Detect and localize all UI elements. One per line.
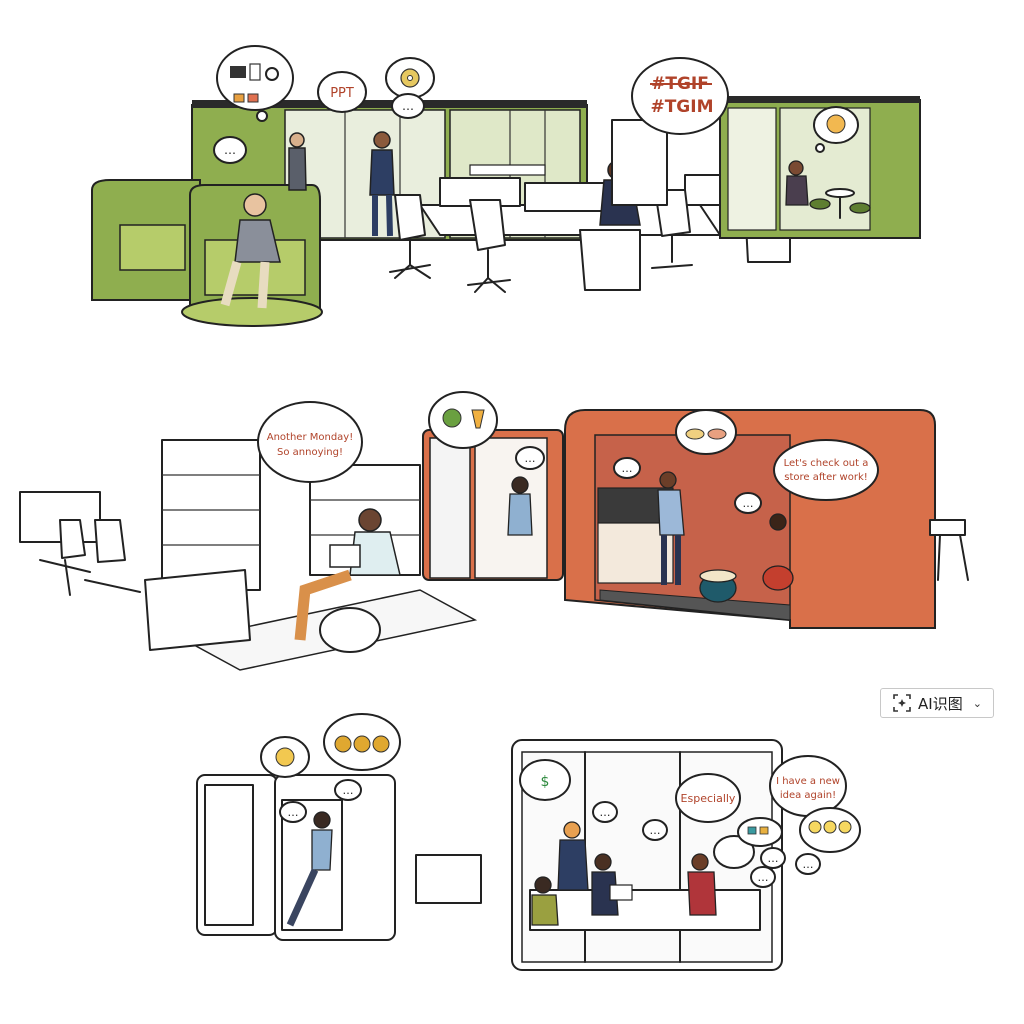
speech-bubble-ellipsis-left: … bbox=[213, 136, 247, 164]
speech-bubble-especially: Especially bbox=[675, 773, 741, 823]
white-phone-booths bbox=[196, 774, 482, 941]
ellipsis-text: … bbox=[288, 806, 299, 819]
scan-icon bbox=[893, 694, 911, 712]
orange-kitchen-pod bbox=[564, 409, 969, 629]
lightbulb-icon bbox=[838, 820, 852, 834]
ai-recognize-button[interactable]: AI识图 ⌄ bbox=[880, 688, 994, 718]
ellipsis-text: … bbox=[600, 806, 611, 819]
thought-bubble-money: … … bbox=[279, 713, 401, 823]
ellipsis-text: … bbox=[743, 497, 754, 510]
chevron-down-icon: ⌄ bbox=[972, 696, 982, 710]
ellipsis-text: … bbox=[622, 462, 633, 475]
bottom-scene: … … $ Especially … … … … … bbox=[196, 713, 861, 971]
rug-lounge bbox=[144, 569, 478, 671]
ellipsis-text: … bbox=[650, 824, 661, 837]
idea-text-line1: I have a new bbox=[776, 776, 840, 787]
ellipsis-text: … bbox=[343, 784, 354, 797]
top-scene: PPT … … #TGIF #TGIM bbox=[91, 45, 921, 327]
standing-person-left bbox=[288, 132, 307, 191]
speech-bubble-monday: Another Monday! So annoying! bbox=[257, 401, 363, 483]
standing-man-suit bbox=[369, 131, 395, 237]
ellipsis-text: … bbox=[803, 858, 814, 871]
thought-bubble-lightbulbs bbox=[799, 807, 861, 853]
idea-text-line2: idea again! bbox=[780, 790, 836, 801]
speech-bubble-store: Let's check out a store after work! bbox=[773, 439, 879, 501]
dollar-icon: $ bbox=[541, 774, 550, 790]
man-with-laptop bbox=[294, 508, 401, 641]
tgim-text: #TGIM bbox=[650, 97, 713, 117]
thought-bubble-ideas-devices bbox=[713, 817, 783, 869]
especially-text: Especially bbox=[681, 792, 736, 805]
speech-bubble-tgif: #TGIF #TGIM bbox=[631, 57, 729, 135]
thought-bubble-smile bbox=[260, 736, 310, 778]
monday-text-line1: Another Monday! bbox=[267, 432, 353, 443]
ai-button-label: AI识图 bbox=[918, 694, 963, 713]
ppt-text: PPT bbox=[330, 86, 354, 101]
thought-bubble-food: … bbox=[428, 391, 545, 470]
store-text-line2: store after work! bbox=[784, 472, 868, 483]
thought-bubbles-ellipsis-bottom: … … … … … bbox=[592, 801, 821, 888]
speech-bubble-idea: I have a new idea again! bbox=[769, 755, 847, 817]
store-text-line1: Let's check out a bbox=[784, 458, 869, 469]
thought-bubble-cd: … bbox=[385, 57, 435, 119]
middle-scene: Another Monday! So annoying! … … … Let's… bbox=[19, 391, 969, 671]
thought-bubble-emoji bbox=[813, 106, 859, 153]
ellipsis-text: … bbox=[525, 452, 536, 465]
green-lounge-pod bbox=[91, 179, 323, 327]
ellipsis-text: … bbox=[758, 871, 769, 884]
orange-phone-booth bbox=[422, 429, 564, 581]
ellipsis-text: … bbox=[768, 852, 779, 865]
ellipsis-text: … bbox=[402, 99, 414, 113]
thought-bubble-dollar: $ bbox=[519, 759, 571, 801]
thought-bubble-meal: … … bbox=[613, 409, 762, 514]
lightbulb-icon bbox=[823, 820, 837, 834]
woman-on-phone bbox=[220, 193, 281, 309]
monday-text-line2: So annoying! bbox=[277, 447, 343, 458]
ellipsis-text: … bbox=[224, 143, 236, 157]
thought-bubble-devices bbox=[216, 45, 294, 122]
lightbulb-icon bbox=[808, 820, 822, 834]
speech-bubble-ppt: PPT bbox=[317, 71, 367, 113]
